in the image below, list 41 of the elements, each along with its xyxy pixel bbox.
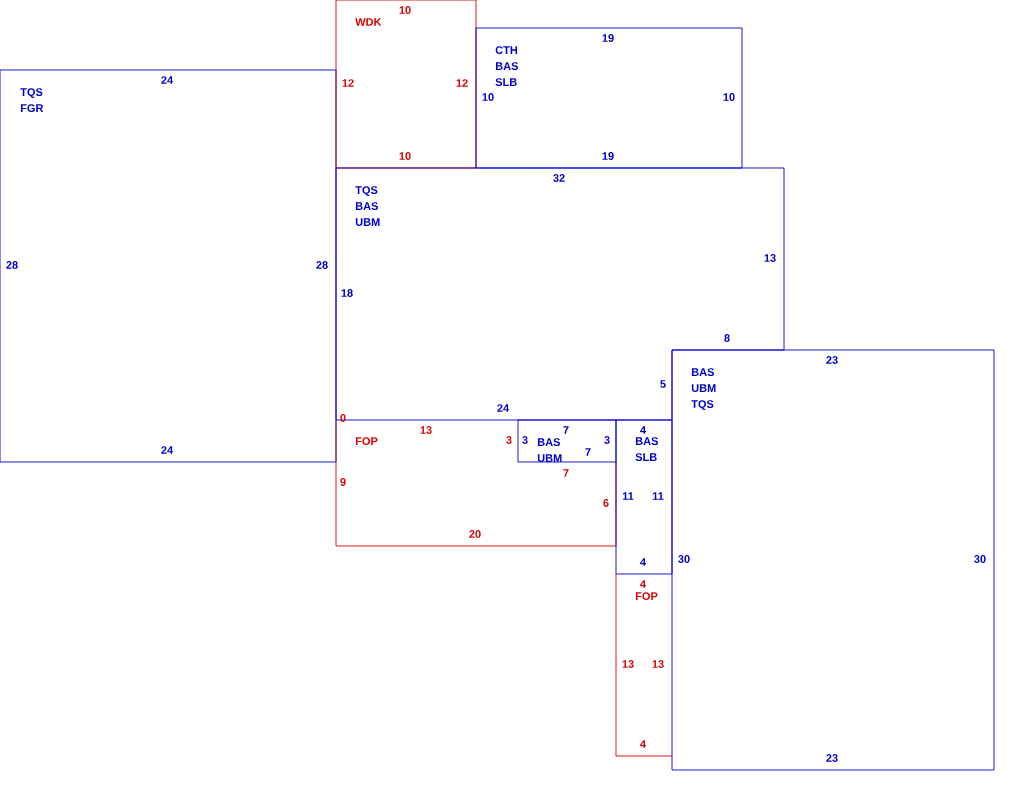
dimension-label: 0	[340, 414, 346, 422]
dimension-label: 13	[420, 426, 432, 434]
dimension-label: 19	[602, 152, 614, 160]
dimension-label: 13	[652, 660, 664, 668]
dimension-label: 4	[640, 558, 646, 566]
dimension-label: 23	[826, 754, 838, 762]
dimension-label: 4	[640, 426, 646, 434]
dimension-label: 23	[826, 356, 838, 364]
dimension-label: 18	[341, 289, 353, 297]
dimension-label: 10	[482, 93, 494, 101]
dimension-label: 3	[604, 436, 610, 444]
dimension-label: 28	[316, 261, 328, 269]
dimension-label: 3	[522, 436, 528, 444]
dimension-label: 12	[456, 79, 468, 87]
dimension-label: 24	[161, 76, 174, 84]
dimension-label: 7	[563, 426, 569, 434]
dimension-label: 13	[622, 660, 634, 668]
dimension-label: 30	[678, 555, 690, 563]
dimension-label: 19	[602, 34, 614, 42]
dimension-label: 32	[553, 174, 565, 182]
dimension-label: 28	[6, 261, 18, 269]
dimension-label: 12	[342, 79, 354, 87]
dimension-label: 10	[723, 93, 735, 101]
dimension-label: 9	[340, 478, 346, 486]
dimension-label: 8	[724, 334, 730, 342]
dimension-label: 13	[764, 254, 776, 262]
dimension-label: 20	[469, 530, 481, 538]
dimension-label: 24	[497, 404, 510, 412]
dimension-label: 5	[660, 380, 666, 388]
dimension-label: 4	[640, 740, 646, 748]
dimension-label: 3	[506, 436, 512, 444]
dimension-label: 4	[640, 580, 646, 588]
dimension-label: 10	[399, 6, 411, 14]
dimension-label: 7	[563, 469, 569, 477]
dimension-label: 11	[652, 492, 664, 500]
dimension-label: 24	[161, 446, 174, 454]
dimension-label: 7	[585, 448, 591, 456]
dimension-label: 6	[603, 499, 609, 507]
dimension-label: 11	[622, 492, 634, 500]
dimension-label: 10	[399, 152, 411, 160]
dimension-label: 30	[974, 555, 986, 563]
